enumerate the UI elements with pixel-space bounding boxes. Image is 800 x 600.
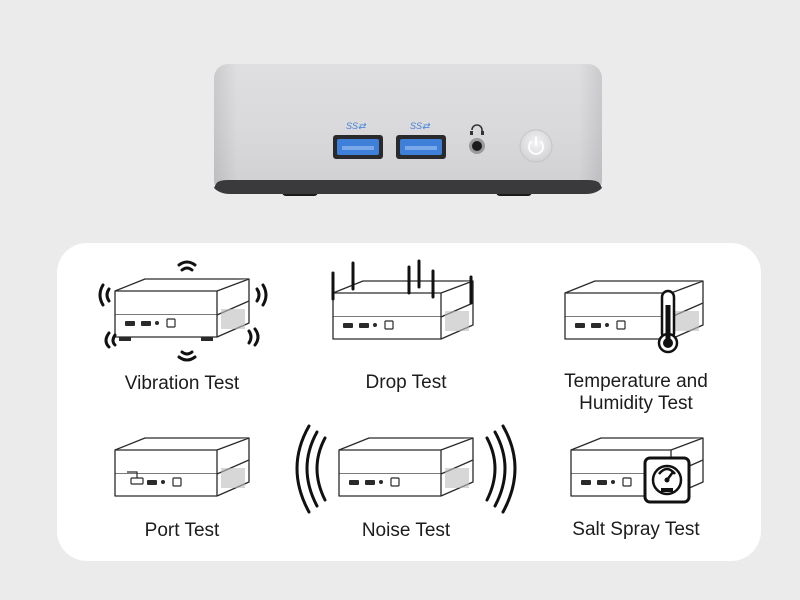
temperature-illustration xyxy=(564,280,704,354)
drop-test-label: Drop Test xyxy=(365,372,447,393)
port-illustration xyxy=(114,437,250,497)
temperature-line-1: Temperature and xyxy=(564,371,708,392)
power-button-icon xyxy=(519,129,553,163)
noise-test-label: Noise Test xyxy=(361,520,451,541)
temperature-line-2: Humidity Test xyxy=(579,393,693,414)
gauge-icon xyxy=(643,456,691,504)
vibration-test-label: Vibration Test xyxy=(124,373,240,394)
temperature-humidity-test-item: Temperature and Humidity Test xyxy=(521,255,751,414)
port-test-label: Port Test xyxy=(144,520,220,541)
test-grid-panel: Vibration Test xyxy=(57,243,761,561)
svg-text:SS⇄: SS⇄ xyxy=(346,121,367,131)
vibration-illustration xyxy=(98,260,268,362)
drop-illustration xyxy=(331,259,474,340)
port-test-item: Port Test xyxy=(67,408,297,558)
usb3-port-icon: SS⇄ xyxy=(396,121,446,159)
vibration-test-item: Vibration Test xyxy=(67,255,297,405)
salt-spray-illustration xyxy=(570,437,704,504)
noise-illustration xyxy=(295,424,517,514)
noise-test-item: Noise Test xyxy=(291,408,521,558)
salt-spray-test-label: Salt Spray Test xyxy=(572,519,700,540)
svg-text:SS⇄: SS⇄ xyxy=(410,121,431,131)
drop-test-item: Drop Test xyxy=(291,255,521,405)
usb3-port-icon: SS⇄ xyxy=(333,121,383,159)
salt-spray-test-item: Salt Spray Test xyxy=(521,408,751,558)
mini-pc-front-view: SS⇄ SS⇄ xyxy=(214,64,602,196)
audio-jack-icon xyxy=(469,124,485,154)
temperature-humidity-test-label: Temperature and Humidity Test xyxy=(521,371,751,415)
thermometer-icon xyxy=(657,289,679,354)
